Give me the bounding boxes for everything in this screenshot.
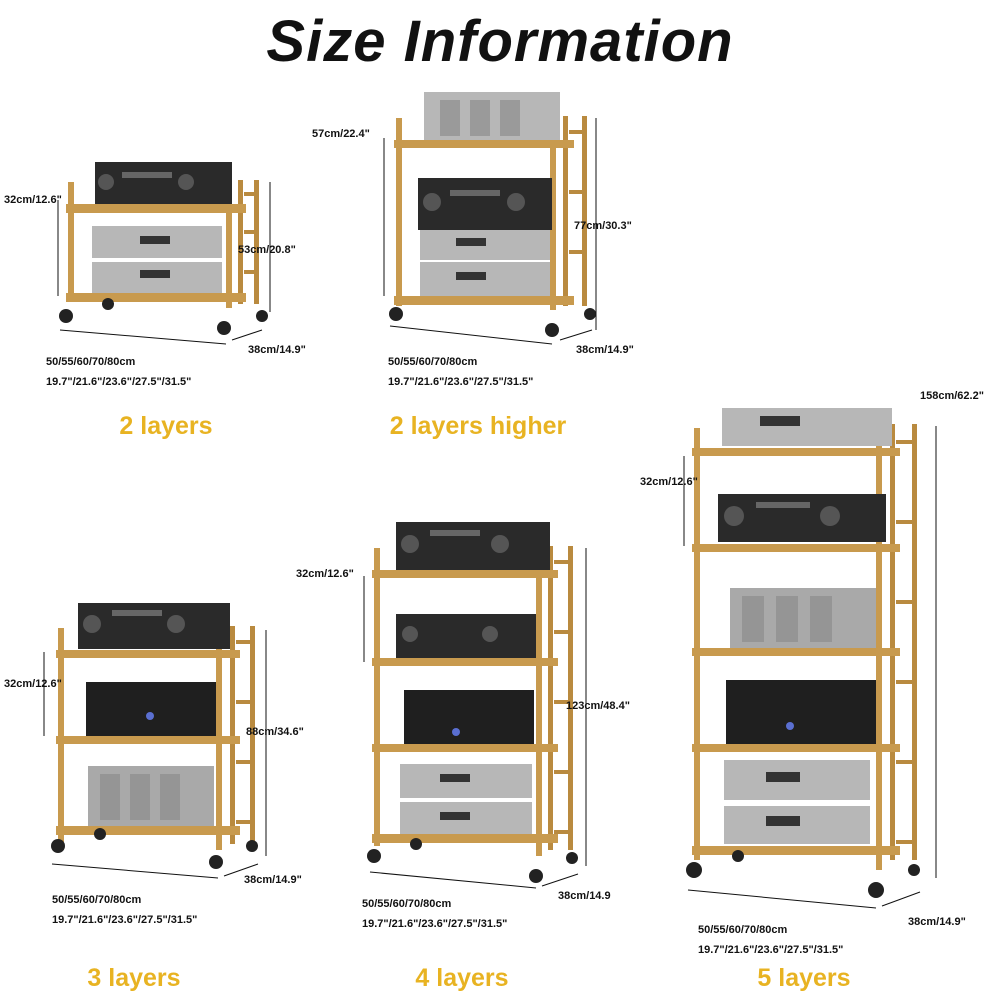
rack-4-layers-height: 123cm/48.4": [566, 700, 630, 712]
rack-5-layers-width-cm: 50/55/60/70/80cm: [698, 924, 788, 936]
rack-5-layers-spacing: 32cm/12.6": [640, 476, 698, 488]
rack-4-layers-depth: 38cm/14.9: [558, 890, 611, 902]
rack-3-layers-width-cm: 50/55/60/70/80cm: [52, 894, 142, 906]
rack-5-layers-caption: 5 layers: [757, 964, 851, 992]
rack-2-layers-higher-caption: 2 layers higher: [389, 412, 567, 440]
rack-2-layers-width-in: 19.7"/21.6"/23.6"/27.5"/31.5": [46, 376, 192, 388]
rack-5-layers-depth: 38cm/14.9": [908, 916, 966, 928]
rack-5-layers-height: 158cm/62.2": [920, 390, 984, 402]
rack-2-layers-higher-spacing: 57cm/22.4": [312, 128, 370, 140]
rack-3-layers-illustration: [43, 603, 267, 879]
rack-2-layers-illustration: [57, 162, 271, 345]
rack-4-layers-width-cm: 50/55/60/70/80cm: [362, 898, 452, 910]
rack-2-layers-depth: 38cm/14.9": [248, 344, 306, 356]
rack-4-layers-spacing: 32cm/12.6": [296, 568, 354, 580]
rack-3-layers-width-in: 19.7"/21.6"/23.6"/27.5"/31.5": [52, 914, 198, 926]
rack-2-layers-higher-width-in: 19.7"/21.6"/23.6"/27.5"/31.5": [388, 376, 534, 388]
rack-2-layers-width-cm: 50/55/60/70/80cm: [46, 356, 136, 368]
rack-5-layers-illustration: [683, 408, 937, 909]
rack-5-layers-width-in: 19.7"/21.6"/23.6"/27.5"/31.5": [698, 944, 844, 956]
rack-2-layers-higher-depth: 38cm/14.9": [576, 344, 634, 356]
rack-4-layers-caption: 4 layers: [415, 964, 509, 992]
rack-3-layers-height: 88cm/34.6": [246, 726, 304, 738]
rack-2-layers-higher-height: 77cm/30.3": [574, 220, 632, 232]
rack-2-layers-higher-illustration: [383, 92, 597, 345]
rack-4-layers-width-in: 19.7"/21.6"/23.6"/27.5"/31.5": [362, 918, 508, 930]
rack-4-layers-illustration: [363, 522, 587, 889]
rack-2-layers-higher-width-cm: 50/55/60/70/80cm: [388, 356, 478, 368]
rack-3-layers-caption: 3 layers: [87, 964, 181, 992]
rack-2-layers-height: 53cm/20.8": [238, 244, 296, 256]
rack-2-layers-caption: 2 layers: [119, 412, 213, 440]
page-title: Size Information: [266, 9, 734, 74]
rack-3-layers-spacing: 32cm/12.6": [4, 678, 62, 690]
rack-2-layers-spacing: 32cm/12.6": [4, 194, 62, 206]
rack-3-layers-depth: 38cm/14.9": [244, 874, 302, 886]
